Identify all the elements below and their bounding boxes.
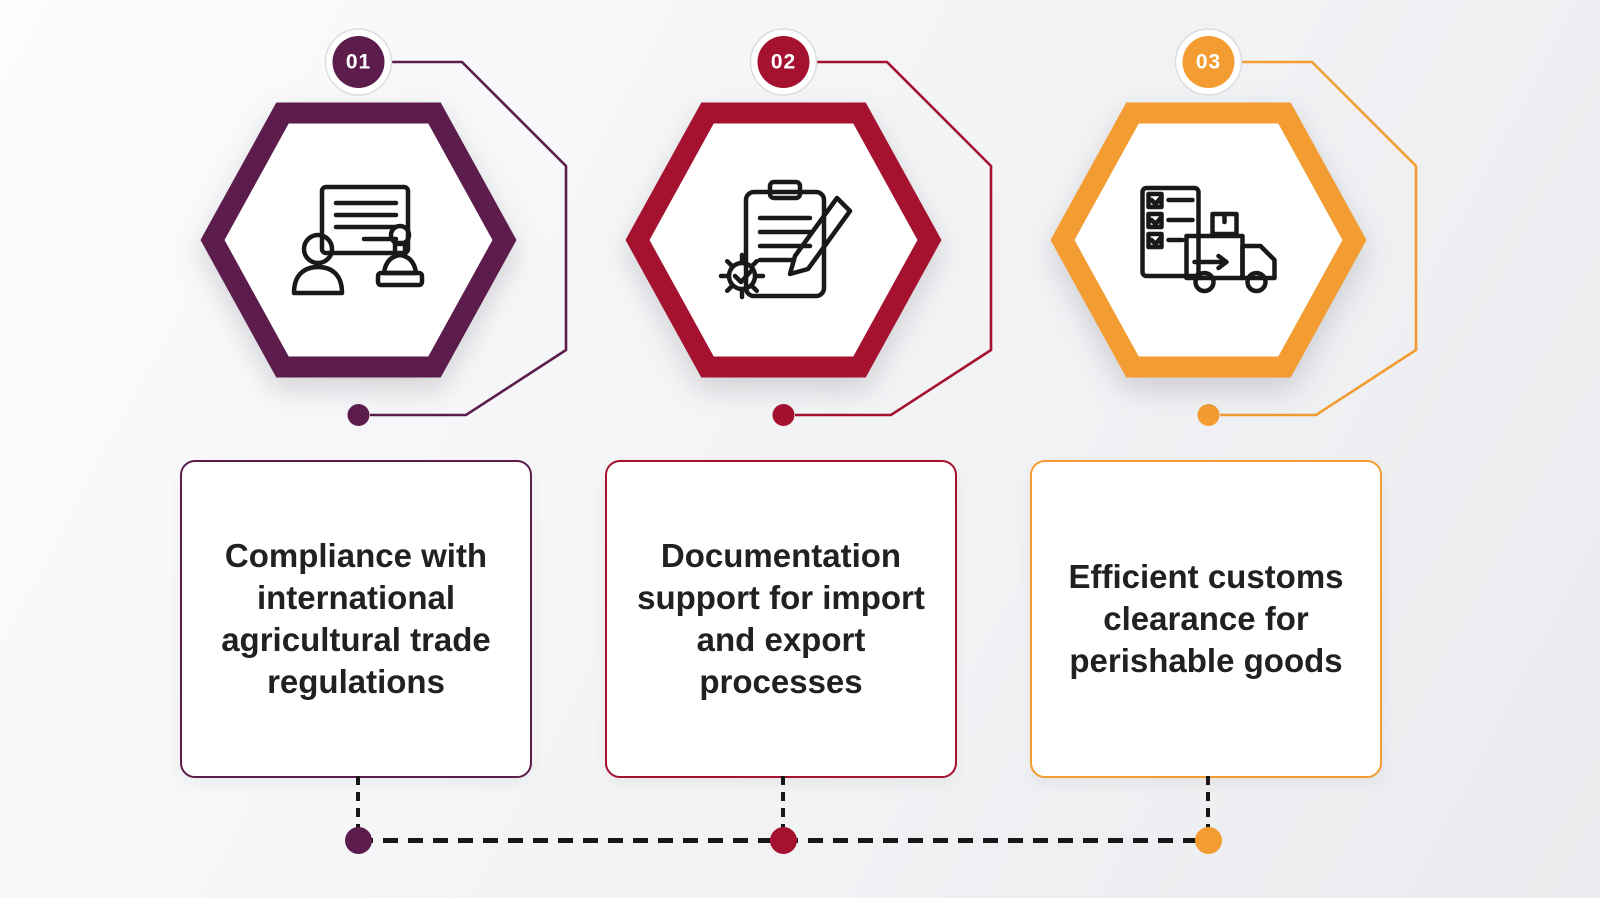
step-description-card: Documentation support for import and exp… xyxy=(605,460,957,778)
clipboard-gear-pencil-icon xyxy=(718,179,853,300)
hexagon-frame xyxy=(200,102,517,378)
step-number-badge xyxy=(1182,36,1235,88)
step-description-card: Compliance with international agricultur… xyxy=(180,460,532,778)
step-number: 02 xyxy=(771,51,796,74)
step-description: Documentation support for import and exp… xyxy=(637,536,925,701)
person-icon xyxy=(301,232,335,266)
step-number: 01 xyxy=(346,51,371,74)
step-graphic: 03 xyxy=(1050,28,1418,426)
vertical-dashed-connector xyxy=(1206,776,1210,832)
vertical-dashed-connector xyxy=(781,776,785,832)
connector-line xyxy=(795,60,993,417)
timeline-dot xyxy=(770,827,797,854)
hexagon-frame xyxy=(1050,102,1367,378)
step-description: Efficient customs clearance for perishab… xyxy=(1068,557,1344,680)
connector-line xyxy=(370,60,568,417)
timeline-dot xyxy=(345,827,372,854)
step-description: Compliance with international agricultur… xyxy=(221,536,491,701)
connector-line xyxy=(1220,60,1418,417)
pencil-icon xyxy=(787,195,853,277)
step-column-2: 02 Documentation xyxy=(571,0,996,898)
step-graphic: 01 xyxy=(200,28,568,426)
step-column-3: 03 Effic xyxy=(996,0,1421,898)
step-description-card: Efficient customs clearance for perishab… xyxy=(1030,460,1382,778)
checklist-icon xyxy=(1140,185,1201,279)
step-column-1: 01 Compliance with international agricul… xyxy=(146,0,571,898)
document-icon xyxy=(319,184,411,256)
step-number-badge xyxy=(332,36,385,88)
connector-dot xyxy=(772,404,795,426)
vertical-dashed-connector xyxy=(356,776,360,832)
hexagon-frame xyxy=(625,102,942,378)
step-number-badge xyxy=(757,36,810,88)
timeline-dot xyxy=(1195,827,1222,854)
consultation-stamp-icon xyxy=(291,184,425,296)
connector-dot xyxy=(347,404,370,426)
connector-dot xyxy=(1197,404,1220,426)
step-graphic: 02 xyxy=(625,28,993,426)
step-number: 03 xyxy=(1196,51,1221,74)
checklist-delivery-truck-icon xyxy=(1140,185,1277,294)
